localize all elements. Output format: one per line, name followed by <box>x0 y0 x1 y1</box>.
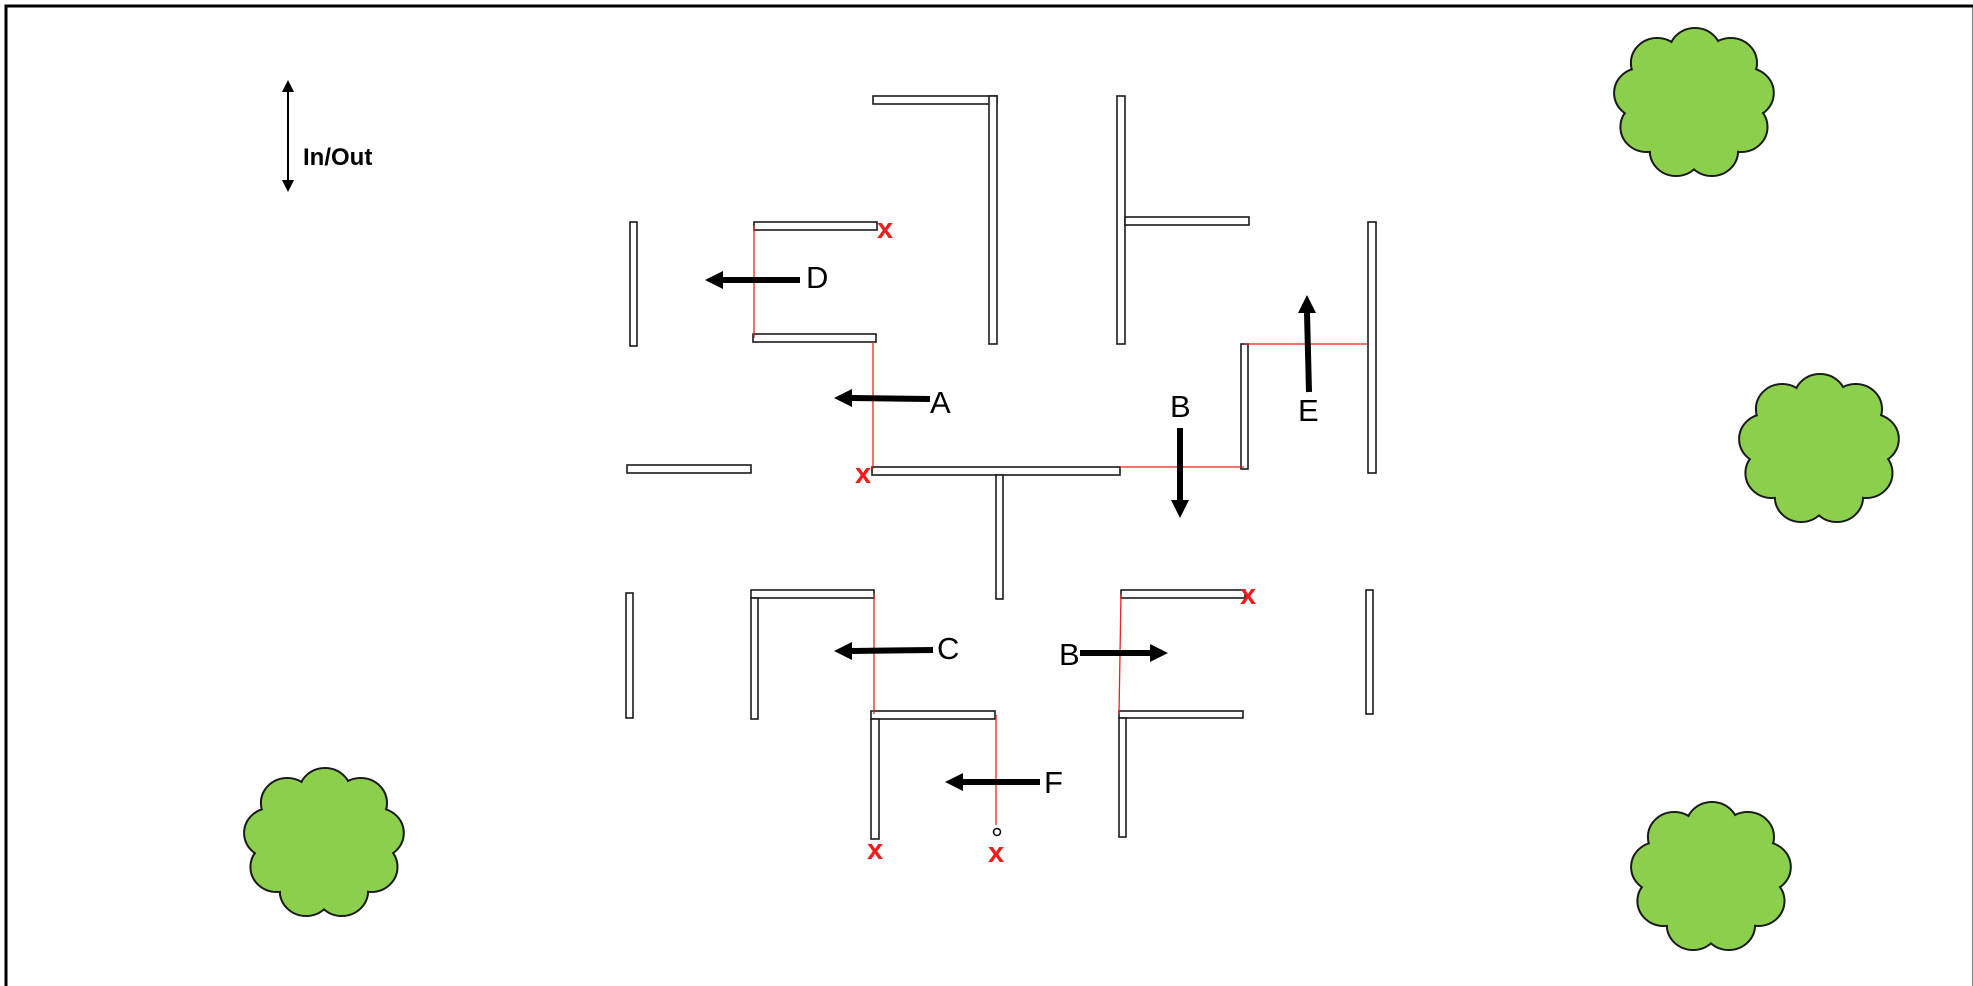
wall <box>870 718 880 840</box>
arrow-right-icon <box>1080 644 1168 662</box>
wall <box>1120 589 1246 599</box>
arrow-b-down: B <box>1170 389 1191 518</box>
tree-bottom-left <box>243 766 405 918</box>
diagram-border <box>4 4 1973 986</box>
wall <box>1118 717 1127 838</box>
wall <box>1367 221 1377 474</box>
maze-walls <box>625 95 1377 840</box>
wall <box>988 95 998 345</box>
arrow-b-right: B <box>1059 637 1168 672</box>
x-markers: x x x x x <box>855 213 1256 869</box>
tree-icon <box>1630 800 1792 952</box>
x-marker: x <box>1240 579 1256 611</box>
arrow-d: D <box>705 260 828 295</box>
arrow-left-icon <box>834 642 934 660</box>
wall <box>753 221 878 231</box>
wall <box>626 464 752 474</box>
wall <box>872 95 998 105</box>
arrow-label-f: F <box>1044 765 1063 800</box>
arrow-f: F <box>945 765 1063 800</box>
wall <box>1118 710 1244 719</box>
wall <box>752 333 877 343</box>
wall <box>750 597 759 720</box>
tree-top-right <box>1613 26 1775 178</box>
wall <box>1124 216 1250 226</box>
wall <box>1240 343 1249 470</box>
arrow-e: E <box>1298 295 1319 428</box>
tree-icon <box>1738 372 1900 524</box>
arrow-label-a: A <box>930 385 951 420</box>
tape-lines <box>753 226 1368 825</box>
tree-icon <box>243 766 405 918</box>
x-marker: x <box>867 834 883 866</box>
arrow-label-d: D <box>806 260 828 295</box>
wall <box>1365 589 1374 715</box>
arrow-a: A <box>834 385 951 420</box>
arrow-down-icon <box>1171 428 1189 518</box>
x-marker: x <box>877 213 893 245</box>
wall <box>870 710 996 720</box>
wall <box>625 592 634 719</box>
x-marker: x <box>988 837 1004 869</box>
wall <box>995 474 1004 600</box>
wall <box>1116 95 1126 345</box>
arrow-up-icon <box>1298 295 1316 393</box>
tree-icon <box>1613 26 1775 178</box>
arrow-label-e: E <box>1298 393 1319 428</box>
double-arrow-icon <box>282 80 294 192</box>
in-out-legend: In/Out <box>282 80 372 192</box>
arrow-left-icon <box>705 271 800 289</box>
in-out-label: In/Out <box>303 144 372 171</box>
arrow-label-b-right: B <box>1059 637 1080 672</box>
arrow-label-c: C <box>937 631 959 666</box>
arrow-c: C <box>834 631 959 666</box>
wall <box>871 466 1121 476</box>
wall <box>629 221 638 347</box>
post-marker <box>992 827 1002 837</box>
x-marker: x <box>855 458 871 490</box>
direction-arrows: D A B E <box>705 260 1319 800</box>
tree-bottom-right <box>1630 800 1792 952</box>
arrow-left-icon <box>945 773 1040 791</box>
arrow-label-b: B <box>1170 389 1191 424</box>
tree-right <box>1738 372 1900 524</box>
arrow-left-icon <box>834 389 931 407</box>
wall <box>750 589 875 599</box>
